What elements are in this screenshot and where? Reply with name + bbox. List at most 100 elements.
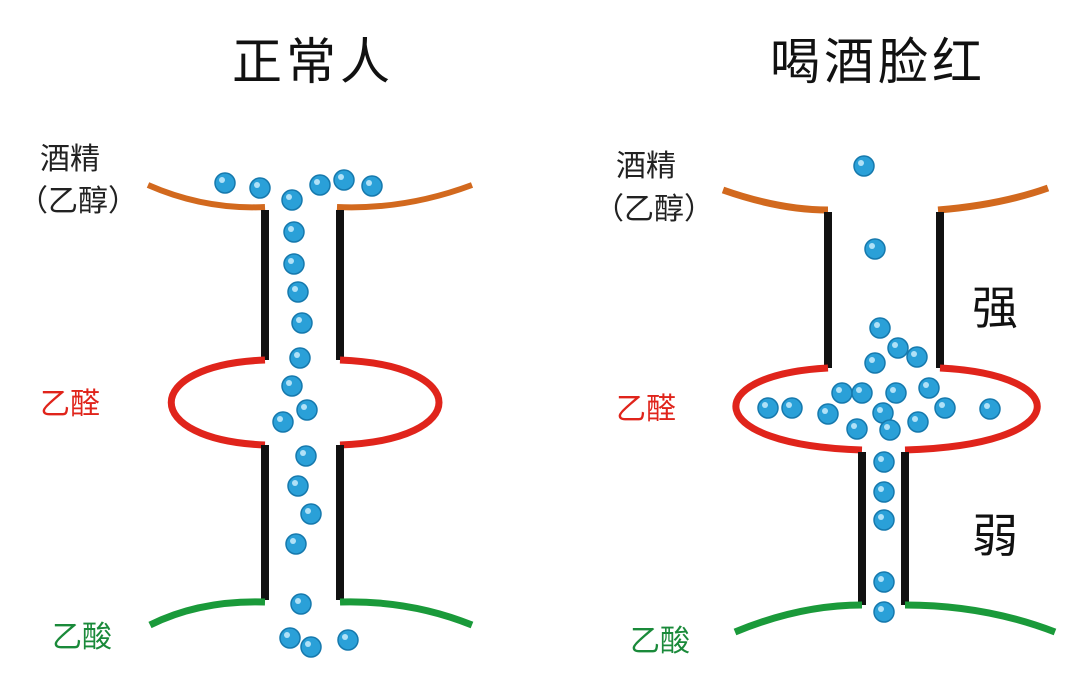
acetaldehyde-ring [168,356,443,449]
molecule [300,636,322,658]
molecule-highlight [890,387,896,393]
molecule [873,601,895,623]
molecule [285,533,307,555]
molecule-highlight [290,538,296,544]
molecule [817,403,839,425]
molecule [295,445,317,467]
molecule [290,593,312,615]
molecule-highlight [277,416,283,422]
molecule [864,238,886,260]
molecule [309,174,331,196]
label-acetic-acid: 乙酸 [630,624,690,659]
molecule-highlight [836,387,842,393]
alcohol-arc [146,182,474,211]
molecule-highlight [219,177,225,183]
molecule [869,317,891,339]
molecule-highlight [878,576,884,582]
molecule [885,382,907,404]
molecule [291,312,313,334]
molecule-highlight [884,424,890,430]
molecule [272,411,294,433]
molecule-highlight [301,404,307,410]
molecule [879,419,901,441]
molecule [337,629,359,651]
molecule [864,352,886,374]
molecule [846,418,868,440]
molecule-highlight [338,174,344,180]
molecules-normal [214,169,383,658]
molecule [873,481,895,503]
molecule-highlight [762,402,768,408]
molecule-highlight [892,342,898,348]
molecule-highlight [869,357,875,363]
molecule-highlight [984,403,990,409]
molecules-flush [757,155,1001,623]
molecule [979,398,1001,420]
molecule-highlight [878,514,884,520]
acetic-arc [733,601,1057,636]
alcohol-arc [721,184,1050,214]
molecule [281,189,303,211]
molecule-highlight [295,598,301,604]
molecule [906,346,928,368]
molecule-highlight [286,380,292,386]
label-ethanol: （乙醇） [594,192,714,227]
molecule [781,397,803,419]
molecule-highlight [366,180,372,186]
molecule [283,221,305,243]
molecule-highlight [869,243,875,249]
molecule-highlight [878,456,884,462]
molecule-highlight [284,632,290,638]
label-weak: 弱 [972,509,1018,563]
molecule-highlight [292,480,298,486]
molecule-highlight [856,387,862,393]
molecule [300,503,322,525]
molecule [279,627,301,649]
label-acetic-acid: 乙酸 [52,620,112,655]
molecule [873,571,895,593]
molecule-highlight [288,226,294,232]
molecule [287,475,309,497]
molecule [907,411,929,433]
molecule-highlight [878,486,884,492]
molecule [361,175,383,197]
molecule-highlight [878,606,884,612]
molecule-highlight [912,416,918,422]
molecule-highlight [292,286,298,292]
molecule-highlight [911,351,917,357]
molecule-highlight [939,402,945,408]
label-acetaldehyde: 乙醛 [616,392,676,427]
label-acetaldehyde: 乙醛 [40,387,100,422]
molecule-highlight [305,641,311,647]
label-alcohol: 酒精 [40,142,100,177]
molecule-highlight [786,402,792,408]
panel-flush [721,155,1057,636]
molecule [283,253,305,275]
acetaldehyde-ring [732,364,1041,454]
molecule-highlight [858,160,864,166]
molecule [289,347,311,369]
molecule-highlight [254,182,260,188]
molecule [214,172,236,194]
molecule [287,281,309,303]
acetic-arc [148,598,474,629]
panel-title-normal: 正常人 [232,33,394,91]
molecule-highlight [314,179,320,185]
molecule [831,382,853,404]
label-alcohol: 酒精 [616,149,676,184]
panel-normal [146,169,474,658]
molecule-highlight [342,634,348,640]
molecule-highlight [305,508,311,514]
molecule [296,399,318,421]
molecule-highlight [286,194,292,200]
molecule [873,509,895,531]
molecule [333,169,355,191]
molecule [887,337,909,359]
molecule-highlight [296,317,302,323]
label-strong: 强 [972,281,1018,335]
molecule-highlight [822,408,828,414]
molecule-highlight [923,382,929,388]
molecule-highlight [300,450,306,456]
molecule [851,382,873,404]
molecule-highlight [877,407,883,413]
